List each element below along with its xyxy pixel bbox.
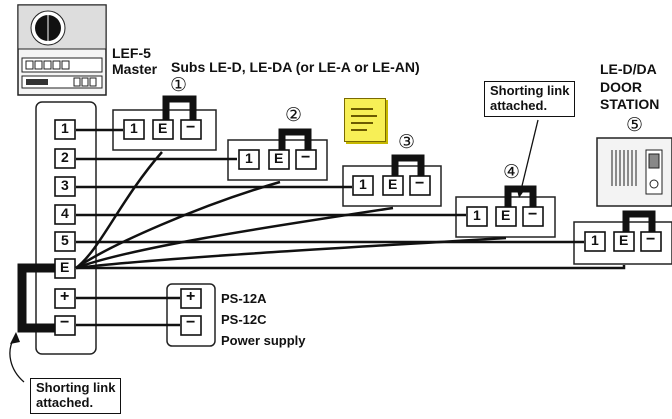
ps-terminal-minus: −	[186, 314, 196, 331]
shorting-link-note-bottom: Shorting link attached.	[30, 378, 122, 414]
master-terminal-5: 5	[61, 232, 69, 248]
master-terminal-plus: +	[60, 288, 70, 305]
shorting-link-3	[391, 154, 425, 181]
door-station-icon	[596, 137, 672, 207]
master-terminal-3: 3	[61, 177, 69, 193]
sub-number-1: ①	[170, 75, 188, 96]
door-station-label-1: LE-D/DA	[600, 61, 657, 77]
sub5-terminal-1: 1	[591, 232, 599, 248]
master-terminal-e: E	[60, 259, 70, 275]
sub4-terminal-e: E	[501, 207, 511, 223]
sub3-terminal-minus: −	[415, 175, 425, 192]
sub2-terminal-e: E	[274, 150, 284, 166]
shorting-link-1	[162, 95, 197, 125]
note-bottom-line1: Shorting link	[36, 380, 116, 395]
master-terminal-4: 4	[61, 205, 69, 221]
sub4-terminal-minus: −	[528, 206, 538, 223]
ps-terminal-plus: +	[186, 288, 196, 305]
sub3-terminal-e: E	[388, 176, 398, 192]
sub-number-5: ⑤	[626, 115, 644, 136]
sub4-terminal-1: 1	[473, 207, 481, 223]
shorting-link-master	[17, 263, 58, 333]
shorting-link-2	[278, 128, 312, 155]
master-terminal-1: 1	[61, 120, 69, 136]
master-model-label: LEF-5	[112, 45, 151, 61]
sub-number-3: ③	[398, 132, 416, 153]
note-bottom-line2: attached.	[36, 394, 94, 410]
sub1-terminal-e: E	[158, 120, 168, 136]
sub5-terminal-e: E	[619, 232, 629, 248]
sub1-terminal-1: 1	[130, 120, 138, 136]
note-icon[interactable]	[344, 98, 386, 142]
power-supply-label-1: PS-12A	[221, 291, 267, 306]
shorting-link-note-top: Shorting link attached.	[484, 81, 576, 117]
sub2-terminal-1: 1	[245, 150, 253, 166]
master-terminal-strip	[35, 101, 97, 355]
master-terminal-2: 2	[61, 149, 69, 165]
power-supply-box	[166, 283, 216, 347]
shorting-link-5	[622, 210, 656, 237]
master-role-label: Master	[112, 61, 158, 77]
door-station-label-3: STATION	[600, 96, 660, 112]
sub2-terminal-minus: −	[301, 149, 311, 166]
subs-label: Subs LE-D, LE-DA (or LE-A or LE-AN)	[171, 59, 420, 75]
sub1-terminal-minus: −	[186, 119, 196, 136]
power-supply-label-2: PS-12C	[221, 312, 267, 327]
master-unit-illustration	[17, 4, 107, 96]
sub5-terminal-minus: −	[646, 231, 656, 248]
sub-number-4: ④	[503, 162, 521, 183]
sub3-terminal-1: 1	[359, 176, 367, 192]
note-top-line1: Shorting link	[490, 83, 570, 98]
note-top-line2: attached.	[490, 97, 548, 113]
power-supply-label-3: Power supply	[221, 333, 306, 348]
speaker-icon	[30, 10, 66, 46]
sub-number-2: ②	[285, 105, 303, 126]
master-terminal-minus: −	[60, 314, 70, 331]
door-station-label-2: DOOR	[600, 79, 642, 95]
